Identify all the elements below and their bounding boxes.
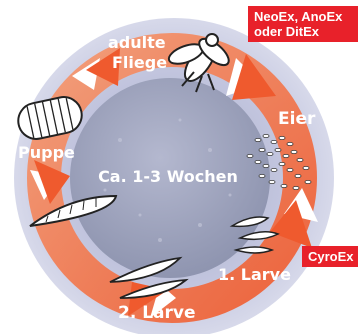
cycle-duration-text: Ca. 1-3 Wochen bbox=[98, 167, 238, 186]
stage-label-larva2: 2. Larve bbox=[118, 303, 196, 323]
product-label-cyro: CyroEx bbox=[308, 249, 354, 264]
product-label-adult-treatment: NeoEx, AnoEx oder DitEx bbox=[248, 6, 358, 42]
stage-label-adult-line2: Fliege bbox=[112, 53, 167, 72]
product-label-adult-line1: NeoEx, AnoEx bbox=[254, 9, 352, 24]
stage-label-eggs: Eier bbox=[278, 109, 316, 129]
stage-label-pupa: Puppe bbox=[18, 143, 75, 162]
stage-label-larva1: 1. Larve bbox=[218, 265, 291, 284]
stage-label-adult-line1: adulte bbox=[108, 33, 166, 52]
product-label-larva-treatment: CyroEx bbox=[302, 246, 358, 267]
product-label-adult-line2: oder DitEx bbox=[254, 24, 352, 39]
